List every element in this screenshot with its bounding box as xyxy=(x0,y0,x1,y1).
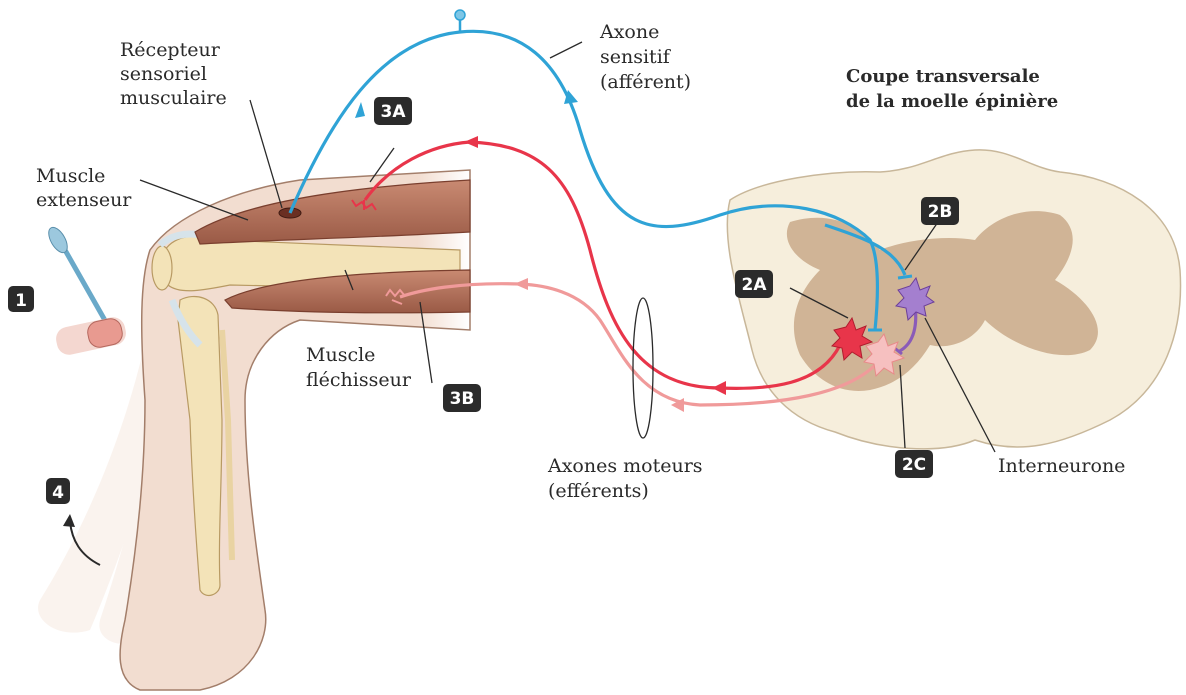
spinal-cord-section xyxy=(727,150,1180,449)
svg-text:sensoriel: sensoriel xyxy=(120,63,207,85)
badge-1: 1 xyxy=(8,286,34,312)
svg-text:3B: 3B xyxy=(450,389,475,409)
svg-text:Axones moteurs: Axones moteurs xyxy=(547,455,703,477)
svg-text:de la moelle épinière: de la moelle épinière xyxy=(846,91,1058,112)
badge-3b: 3B xyxy=(443,384,481,412)
label-muscle-flechisseur: Muscle fléchisseur xyxy=(306,344,412,391)
svg-text:Muscle: Muscle xyxy=(306,344,375,366)
ganglion-icon xyxy=(455,10,465,20)
badge-2b: 2B xyxy=(921,197,959,225)
label-muscle-extenseur: Muscle extenseur xyxy=(36,165,132,211)
svg-text:2A: 2A xyxy=(742,275,768,295)
svg-text:1: 1 xyxy=(15,291,27,311)
svg-text:musculaire: musculaire xyxy=(120,87,227,109)
label-recepteur: Récepteur sensoriel musculaire xyxy=(120,39,227,109)
badge-2a: 2A xyxy=(735,270,773,298)
label-coupe-transversale: Coupe transversale de la moelle épinière xyxy=(846,66,1058,112)
svg-text:Coupe transversale: Coupe transversale xyxy=(846,66,1040,87)
svg-text:sensitif: sensitif xyxy=(600,46,672,68)
svg-text:Récepteur: Récepteur xyxy=(120,39,221,61)
reflex-hammer-icon xyxy=(45,224,128,357)
badge-3a: 3A xyxy=(374,97,412,125)
svg-text:4: 4 xyxy=(52,483,64,503)
svg-text:Muscle: Muscle xyxy=(36,165,105,187)
svg-text:Axone: Axone xyxy=(599,21,659,43)
svg-text:extenseur: extenseur xyxy=(36,189,132,211)
label-axones-moteurs: Axones moteurs (efférents) xyxy=(547,455,703,502)
svg-text:fléchisseur: fléchisseur xyxy=(306,369,412,391)
label-interneurone: Interneurone xyxy=(998,455,1125,477)
svg-text:2C: 2C xyxy=(902,455,926,475)
badge-4: 4 xyxy=(46,478,70,504)
badge-2c: 2C xyxy=(895,450,933,478)
svg-text:3A: 3A xyxy=(381,102,407,122)
svg-text:2B: 2B xyxy=(928,202,953,222)
svg-text:(efférents): (efférents) xyxy=(548,480,649,502)
label-axone-sensitif: Axone sensitif (afférent) xyxy=(599,21,691,93)
svg-text:(afférent): (afférent) xyxy=(600,71,691,93)
leg xyxy=(120,170,470,690)
